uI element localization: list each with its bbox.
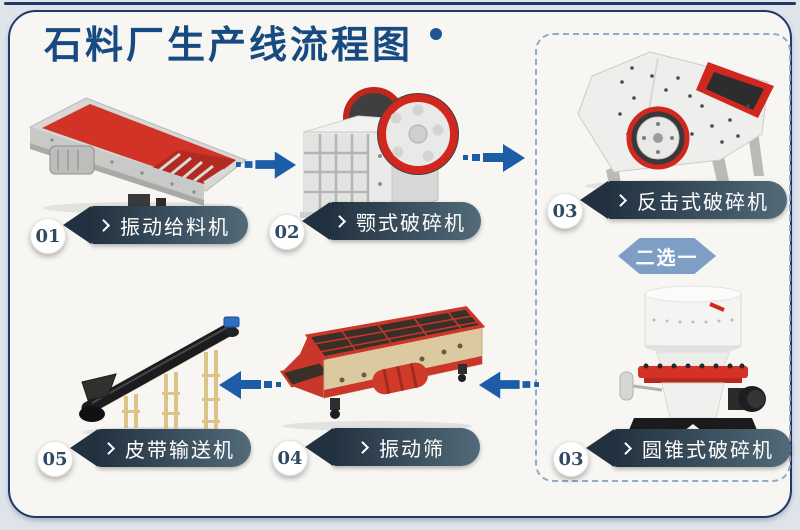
step-label: 颚式破碎机: [356, 212, 466, 235]
step-04-vibrating-screen: 04 振动筛: [272, 428, 480, 476]
step-number-badge: 01: [30, 218, 66, 254]
cone-crusher-image: [619, 285, 766, 447]
step-03-impact-crusher: 03 反击式破碎机: [547, 181, 787, 229]
step-number-badge: 04: [272, 440, 308, 476]
chevron-right-icon: [356, 440, 370, 454]
vibrating-feeder-image: [28, 97, 248, 214]
step-number-badge: 02: [269, 214, 305, 250]
step-label: 皮带输送机: [125, 439, 235, 462]
step-02-jaw-crusher: 02 颚式破碎机: [269, 202, 481, 250]
title-dot: [430, 28, 442, 40]
flow-arrow-left-1-icon: [478, 371, 539, 399]
step-number-badge: 03: [553, 441, 589, 477]
chevron-right-icon: [333, 214, 347, 228]
impact-crusher-image: [577, 51, 775, 192]
choice-group-box: [535, 33, 791, 482]
top-edge-line: [4, 2, 796, 5]
step-label: 反击式破碎机: [637, 191, 769, 214]
choice-badge: 二选一: [618, 238, 716, 274]
chevron-right-icon: [102, 441, 116, 455]
step-03-cone-crusher: 03 圆锥式破碎机: [553, 429, 791, 477]
step-label: 振动筛: [379, 438, 445, 461]
chevron-right-icon: [619, 441, 633, 455]
step-label-banner: 皮带输送机: [70, 429, 251, 467]
step-label-banner: 振动筛: [305, 428, 480, 466]
step-label-banner: 振动给料机: [63, 206, 248, 244]
step-label-banner: 圆锥式破碎机: [586, 429, 791, 467]
step-label-banner: 颚式破碎机: [302, 202, 481, 240]
chevron-right-icon: [614, 193, 628, 207]
chevron-right-icon: [97, 218, 111, 232]
step-05-belt-conveyor: 05 皮带输送机: [37, 429, 251, 477]
step-01-vibrating-feeder: 01 振动给料机: [30, 206, 248, 254]
vibrating-screen-image: [279, 306, 486, 431]
step-number-badge: 03: [547, 193, 583, 229]
flow-arrow-right-1-icon: [236, 151, 297, 179]
step-label: 振动给料机: [120, 216, 230, 239]
step-number-badge: 05: [37, 441, 73, 477]
page-title: 石料厂生产线流程图: [44, 25, 414, 67]
flow-arrow-right-2-icon: [463, 144, 525, 172]
step-label: 圆锥式破碎机: [642, 439, 774, 462]
step-label-banner: 反击式破碎机: [580, 181, 787, 219]
flow-arrow-left-2-icon: [219, 371, 281, 399]
jaw-crusher-image: [300, 87, 459, 219]
